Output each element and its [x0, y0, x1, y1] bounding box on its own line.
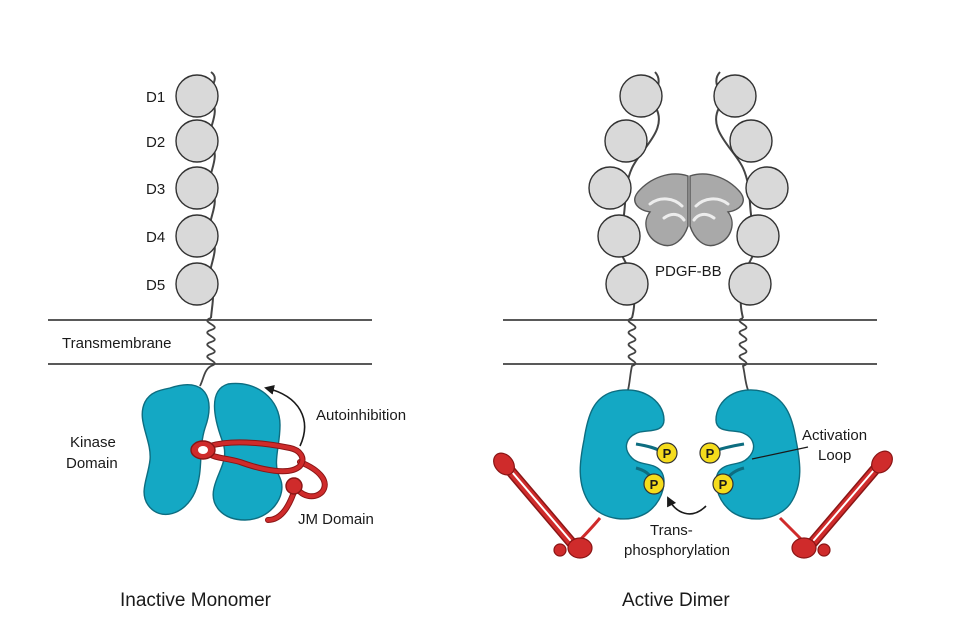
ig-domain-circle	[604, 119, 648, 163]
ig-domain-circle	[619, 74, 663, 118]
domain-label-d4: D4	[146, 229, 165, 246]
activation-loop-pointer	[751, 446, 809, 460]
kinase-domain-label-line2: Domain	[66, 455, 118, 472]
ig-domain-circle-d5	[175, 262, 219, 306]
trans-label-line1: Trans-	[650, 522, 693, 539]
active-dimer: PDGF-BB P P P P	[493, 71, 893, 611]
phosphate-circle	[712, 473, 734, 495]
kinase-lobe-c-left	[212, 382, 283, 521]
kinase-domain-right-b	[715, 389, 801, 520]
pdgf-bb-label: PDGF-BB	[655, 263, 722, 280]
ig-domain-circle	[588, 166, 632, 210]
phosphate-group-1: P	[656, 442, 678, 464]
curved-arrow-transphosphorylation	[667, 496, 707, 515]
ig-domain-circle	[736, 214, 780, 258]
kinase-domain-right-a	[579, 389, 665, 520]
transmembrane-helix-left	[199, 317, 216, 387]
kinase-domain-label-line1: Kinase	[70, 434, 116, 451]
jm-domain-left	[190, 439, 328, 523]
ig-domains-left	[175, 74, 219, 306]
ig-domains-right-b	[713, 74, 789, 306]
ig-domain-circle-d2	[175, 119, 219, 163]
jm-domain-label: JM Domain	[298, 511, 374, 528]
phosphate-circle	[699, 442, 721, 464]
autoinhibition-label: Autoinhibition	[316, 407, 406, 424]
jm-tail-right-a	[493, 452, 602, 559]
curved-arrow-autoinhibition	[264, 384, 306, 447]
domain-label-d5: D5	[146, 277, 165, 294]
phosphate-label: P	[719, 477, 728, 492]
phosphate-circle	[656, 442, 678, 464]
ig-domain-circle	[745, 166, 789, 210]
ig-domain-circle-d4	[175, 214, 219, 258]
transmembrane-label: Transmembrane	[62, 335, 171, 352]
pdgf-bb-ligand	[634, 173, 744, 247]
inactive-monomer-caption: Inactive Monomer	[120, 590, 272, 611]
phosphate-group-2: P	[699, 442, 721, 464]
ig-domain-circle	[597, 214, 641, 258]
phosphate-label: P	[706, 446, 715, 461]
ig-domain-circle	[728, 262, 772, 306]
phosphate-circle	[643, 473, 665, 495]
phosphate-label: P	[663, 446, 672, 461]
ig-domain-circle	[605, 262, 649, 306]
inactive-monomer: Transmembrane D1 D2 D3 D4 D5	[48, 71, 406, 611]
transmembrane-helix-right	[627, 317, 749, 391]
active-dimer-caption: Active Dimer	[622, 590, 730, 611]
ig-domain-circle-d1	[175, 74, 219, 118]
domain-label-d2: D2	[146, 134, 165, 151]
ig-domain-circle	[729, 119, 773, 163]
phosphate-group-4: P	[712, 473, 734, 495]
phosphate-group-3: P	[643, 473, 665, 495]
activation-loop-label-line2: Loop	[818, 447, 851, 464]
trans-label-line2: phosphorylation	[624, 542, 730, 559]
jm-tail-right-b	[778, 450, 893, 559]
domain-label-d3: D3	[146, 181, 165, 198]
phosphate-label: P	[650, 477, 659, 492]
ig-domains-right-a	[588, 74, 663, 306]
kinase-lobe-n-left	[141, 383, 210, 515]
domain-label-d1: D1	[146, 89, 165, 106]
activation-loop-label-line1: Activation	[802, 427, 867, 444]
ig-domain-circle-d3	[175, 166, 219, 210]
ig-domain-circle	[713, 74, 757, 118]
